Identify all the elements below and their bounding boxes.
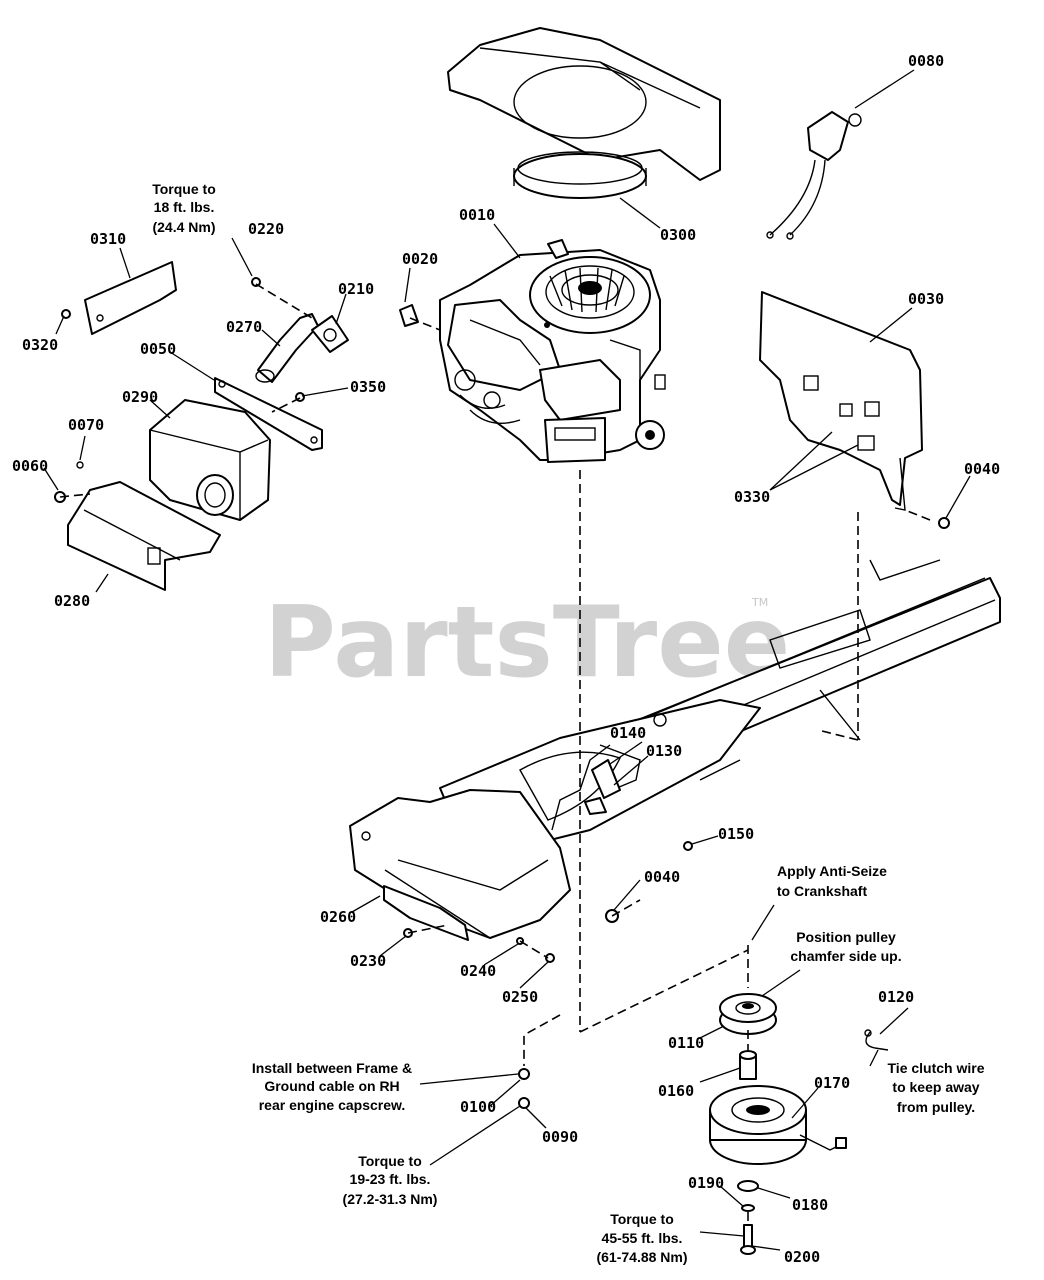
label-0230: 0230 — [350, 952, 386, 970]
note-torque-clutch-2: 45-55 ft. lbs. — [602, 1230, 683, 1246]
clip-0140 — [584, 797, 607, 815]
label-0080: 0080 — [908, 52, 944, 70]
notes: Torque to 18 ft. lbs. (24.4 Nm) Apply An… — [152, 181, 984, 1265]
label-0210: 0210 — [338, 280, 374, 298]
plate-0310 — [84, 261, 177, 335]
note-anti-seize-2: to Crankshaft — [777, 883, 868, 899]
clutch-0170 — [709, 1085, 847, 1165]
bolt-0040-top — [938, 517, 950, 529]
label-0020: 0020 — [402, 250, 438, 268]
label-0040-bottom: 0040 — [644, 868, 680, 886]
note-torque-capscrew-2: 19-23 ft. lbs. — [350, 1171, 431, 1187]
label-0260: 0260 — [320, 908, 356, 926]
label-0280: 0280 — [54, 592, 90, 610]
washer-0180 — [737, 1180, 759, 1192]
note-clutch-wire-2: to keep away — [892, 1079, 979, 1095]
pulley-0110 — [719, 993, 777, 1035]
label-0180: 0180 — [792, 1196, 828, 1214]
note-clutch-wire-1: Tie clutch wire — [888, 1060, 985, 1076]
washer-0070 — [76, 461, 84, 469]
label-0120: 0120 — [878, 988, 914, 1006]
rear-plate-0260 — [349, 789, 571, 941]
label-0030: 0030 — [908, 290, 944, 308]
label-0070: 0070 — [68, 416, 104, 434]
note-pulley-1: Position pulley — [796, 929, 896, 945]
fasteners — [54, 277, 950, 1109]
note-pulley-2: chamfer side up. — [790, 948, 901, 964]
muffler-guard-0280 — [67, 481, 221, 591]
label-0110: 0110 — [668, 1034, 704, 1052]
bracket-0130 — [591, 759, 621, 799]
note-torque-muffler-2: 18 ft. lbs. — [154, 199, 215, 215]
label-0350: 0350 — [350, 378, 386, 396]
label-0300: 0300 — [660, 226, 696, 244]
nut-0100 — [518, 1068, 530, 1080]
gasket-0210 — [311, 315, 349, 353]
washer-0190 — [741, 1204, 755, 1212]
bracket-0050 — [214, 377, 323, 451]
label-0150: 0150 — [718, 825, 754, 843]
label-0060: 0060 — [12, 457, 48, 475]
note-clutch-wire-3: from pulley. — [897, 1099, 975, 1115]
note-torque-capscrew-1: Torque to — [358, 1153, 422, 1169]
engine-0010 — [439, 239, 666, 463]
ignition-switch-0080 — [766, 111, 862, 240]
note-torque-muffler-1: Torque to — [152, 181, 216, 197]
bolt-0200 — [740, 1224, 756, 1255]
tie-0120 — [864, 1029, 889, 1051]
label-0290: 0290 — [122, 388, 158, 406]
capscrew-0090 — [518, 1097, 530, 1109]
label-0130: 0130 — [646, 742, 682, 760]
label-0190: 0190 — [688, 1174, 724, 1192]
label-0100: 0100 — [460, 1098, 496, 1116]
spacer-0160 — [739, 1050, 757, 1080]
nut-0220 — [251, 277, 261, 287]
spark-plug-0020 — [399, 304, 419, 327]
label-0270: 0270 — [226, 318, 262, 336]
watermark: PartsTree — [264, 586, 790, 700]
label-0320: 0320 — [22, 336, 58, 354]
note-torque-clutch-3: (61-74.88 Nm) — [596, 1249, 687, 1265]
note-anti-seize-1: Apply Anti-Seize — [777, 863, 887, 879]
watermark-trademark: TM — [751, 596, 768, 609]
label-0040-top: 0040 — [964, 460, 1000, 478]
label-0170: 0170 — [814, 1074, 850, 1092]
heat-shield-0030 — [759, 291, 923, 511]
label-0140: 0140 — [610, 724, 646, 742]
label-0250: 0250 — [502, 988, 538, 1006]
exhaust-pipe-0270 — [255, 313, 319, 383]
shroud-0300 — [447, 27, 721, 199]
note-torque-muffler-3: (24.4 Nm) — [152, 219, 215, 235]
note-ground-cable-3: rear engine capscrew. — [259, 1097, 406, 1113]
label-0240: 0240 — [460, 962, 496, 980]
screw-0150 — [683, 841, 693, 851]
label-0200: 0200 — [784, 1248, 820, 1266]
muffler-0290 — [149, 399, 271, 521]
label-0160: 0160 — [658, 1082, 694, 1100]
label-0220: 0220 — [248, 220, 284, 238]
note-torque-capscrew-3: (27.2-31.3 Nm) — [343, 1191, 438, 1207]
bolt-0250 — [545, 953, 555, 963]
label-0050: 0050 — [140, 340, 176, 358]
label-0010: 0010 — [459, 206, 495, 224]
note-ground-cable-1: Install between Frame & — [252, 1060, 412, 1076]
note-torque-clutch-1: Torque to — [610, 1211, 674, 1227]
part-labels: 0080 0010 0020 0300 0030 0220 0310 0210 … — [12, 52, 1000, 1266]
alignment-lines — [59, 283, 931, 1225]
label-0310: 0310 — [90, 230, 126, 248]
label-0090: 0090 — [542, 1128, 578, 1146]
note-ground-cable-2: Ground cable on RH — [264, 1078, 399, 1094]
label-0330: 0330 — [734, 488, 770, 506]
leader-lines — [43, 69, 971, 1251]
